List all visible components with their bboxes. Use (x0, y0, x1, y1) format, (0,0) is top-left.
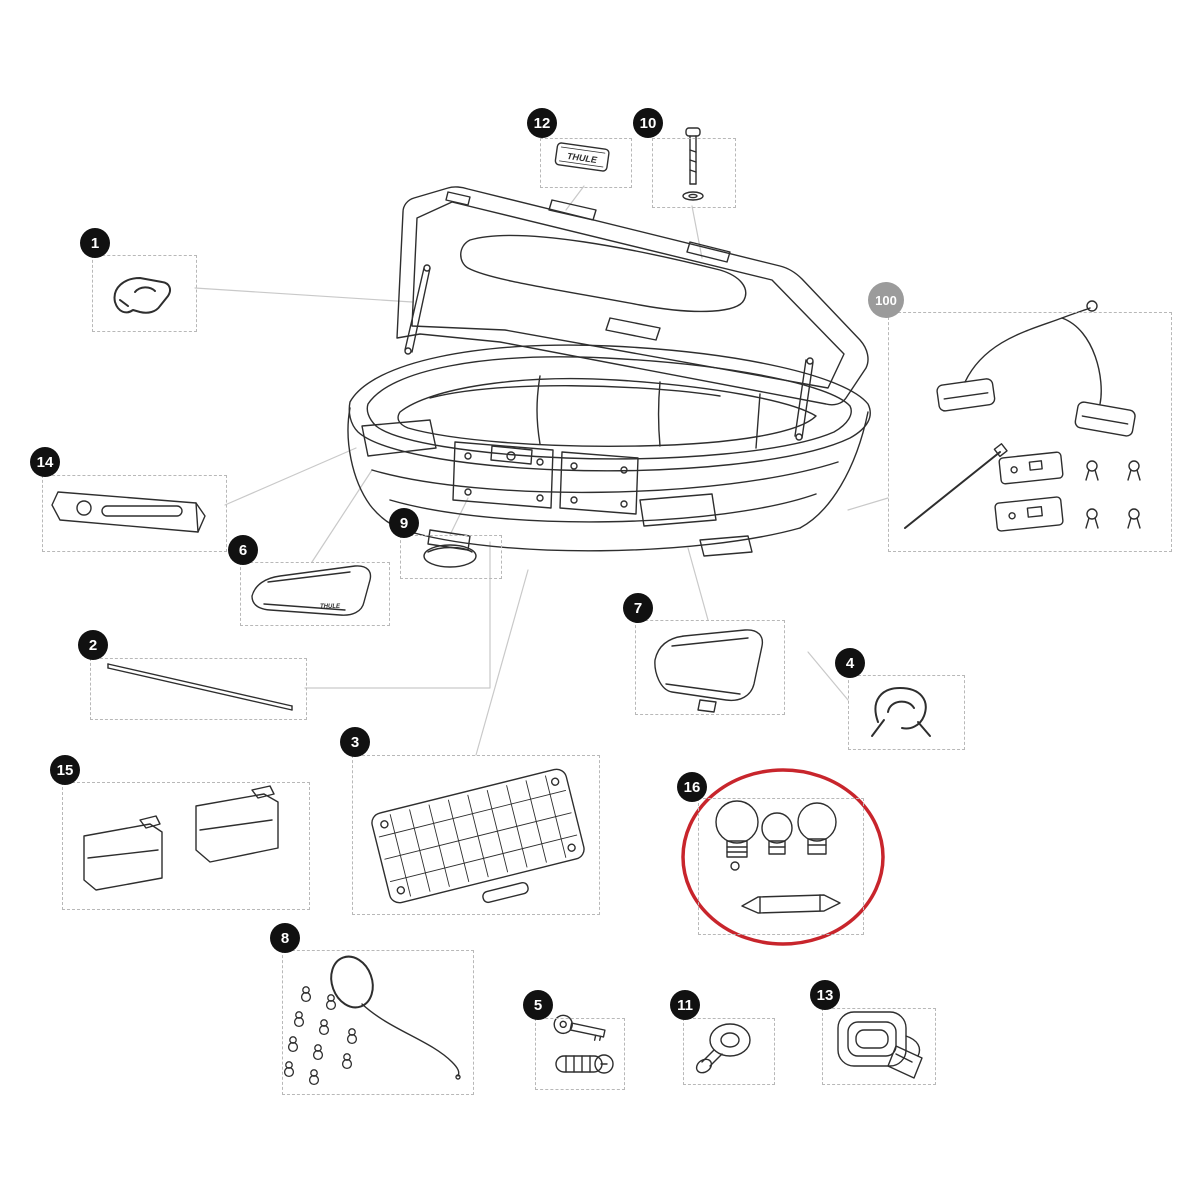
part-badge-8: 8 (270, 923, 300, 953)
part-box-11 (683, 1018, 775, 1085)
part-drawing-3 (371, 768, 585, 904)
part-box-8 (282, 950, 474, 1095)
part-badge-12: 12 (527, 108, 557, 138)
part-box-6 (240, 562, 390, 626)
part-badge-3: 3 (340, 727, 370, 757)
part-badge-1: 1 (80, 228, 110, 258)
part-drawing-12: THULE (554, 142, 610, 172)
part-badge-11: 11 (670, 990, 700, 1020)
part-drawing-15 (83, 785, 279, 891)
cargo-box-drawing (347, 186, 871, 557)
part-badge-100: 100 (868, 282, 904, 318)
part-box-9 (400, 535, 502, 579)
part-box-100 (888, 312, 1172, 552)
part-badge-2: 2 (78, 630, 108, 660)
brand-text-badge: THULE (566, 151, 598, 165)
part-box-5 (535, 1018, 625, 1090)
part-badge-10: 10 (633, 108, 663, 138)
part-box-1 (92, 255, 197, 332)
part-drawing-6: THULE (251, 565, 372, 616)
part-box-2 (90, 658, 307, 720)
part-drawing-2 (107, 663, 293, 711)
part-box-12 (540, 138, 632, 188)
part-drawing-13 (837, 1011, 923, 1079)
part-drawing-4 (871, 687, 931, 737)
part-box-16 (698, 798, 864, 935)
part-drawing-14 (51, 491, 206, 533)
part-badge-5: 5 (523, 990, 553, 1020)
part-drawing-7 (654, 629, 764, 713)
part-badge-4: 4 (835, 648, 865, 678)
clip-glyphs (1085, 460, 1141, 529)
part-badge-7: 7 (623, 593, 653, 623)
part-box-15 (62, 782, 310, 910)
part-badge-13: 13 (810, 980, 840, 1010)
part-badge-6: 6 (228, 535, 258, 565)
part-drawing-5 (553, 1014, 614, 1074)
part-box-10 (652, 138, 736, 208)
part-badge-16: 16 (677, 772, 707, 802)
part-drawing-1 (113, 277, 171, 314)
part-box-14 (42, 475, 227, 552)
part-badge-15: 15 (50, 755, 80, 785)
part-drawing-100 (904, 300, 1141, 532)
part-box-3 (352, 755, 600, 915)
connector-lines (194, 185, 889, 756)
part-box-13 (822, 1008, 936, 1085)
part-drawing-8 (283, 955, 461, 1086)
part-badge-14: 14 (30, 447, 60, 477)
part-drawing-9 (423, 544, 477, 568)
highlight-circle (681, 768, 885, 946)
part-drawing-10 (682, 127, 704, 201)
part-badge-9: 9 (389, 508, 419, 538)
part-drawing-16 (715, 800, 841, 914)
part-drawing-11 (695, 1023, 751, 1074)
part-box-7 (635, 620, 785, 715)
brand-text-lamp: THULE (320, 604, 341, 610)
part-box-4 (848, 675, 965, 750)
